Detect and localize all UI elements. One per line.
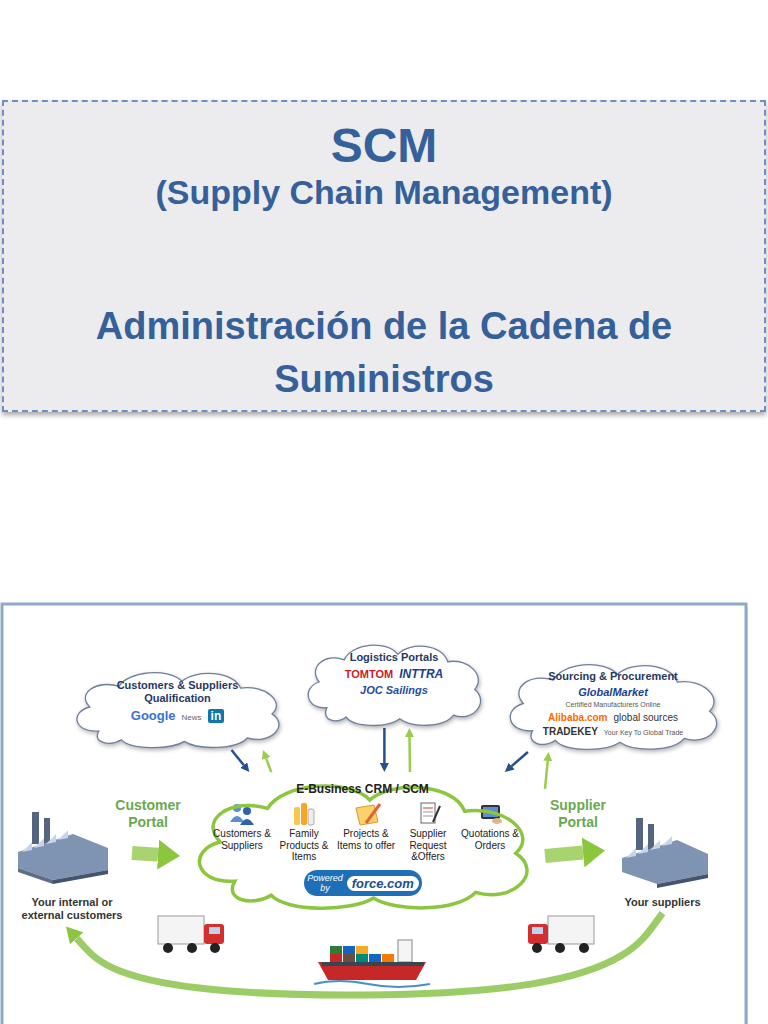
module-item: Projects & Items to offer bbox=[336, 804, 396, 851]
products-icon bbox=[294, 803, 314, 825]
cloud-shape bbox=[199, 786, 527, 908]
central-cloud: Customers & SuppliersFamily Products & I… bbox=[180, 772, 545, 912]
connector bbox=[545, 761, 548, 789]
diagram-panel bbox=[2, 604, 746, 1024]
truck-icon bbox=[528, 916, 594, 953]
node-text: global sources bbox=[613, 712, 677, 723]
logo-row: TRADEKEY Your Key To Global Trade bbox=[528, 726, 698, 737]
ship-icon bbox=[314, 940, 430, 987]
cloud-outline bbox=[298, 636, 490, 728]
cloud-shape bbox=[77, 673, 279, 748]
cloud-shape bbox=[308, 645, 480, 725]
node-text: Your Key To Global Trade bbox=[604, 729, 683, 736]
module-item: Supplier Request &Offers bbox=[398, 804, 458, 863]
node-label: SCM bbox=[14, 118, 754, 173]
logo-row: GlobalMarket bbox=[528, 686, 698, 698]
logo-row: TOMTOM INTTRA bbox=[328, 667, 460, 681]
node-text: TRADEKEY bbox=[543, 726, 598, 737]
node-text: Google bbox=[131, 708, 176, 723]
title-band: SCM(Supply Chain Management) Administraci… bbox=[2, 100, 766, 412]
connector bbox=[512, 752, 528, 766]
powered-badge: Powered by force.com bbox=[304, 870, 422, 896]
node-text: INTTRA bbox=[399, 667, 443, 681]
logo-row: Sourcing & Procurement bbox=[528, 670, 698, 683]
node-text: Administración de la Cadena de Suministr… bbox=[14, 300, 754, 406]
node-label: Family Products & Items bbox=[274, 828, 334, 863]
node-label: E-Business CRM / SCM bbox=[180, 782, 545, 796]
node-text: News bbox=[182, 713, 202, 722]
connector bbox=[77, 913, 663, 995]
node-label: Customers & Suppliers Qualification bbox=[95, 679, 260, 705]
portal-label: Customer Portal bbox=[106, 796, 190, 832]
node-label: Quotations & Orders bbox=[460, 828, 520, 851]
node-text: Alibaba.com bbox=[548, 712, 607, 723]
cloud-shape bbox=[510, 665, 716, 750]
factory-icon bbox=[18, 812, 108, 884]
logo-row: Certified Manufacturers Online bbox=[528, 701, 698, 709]
request-icon bbox=[421, 803, 440, 823]
node-label: Logistics Portals bbox=[350, 651, 439, 664]
connector bbox=[383, 728, 386, 763]
portal-cloud: Sourcing & ProcurementGlobalMarketCertif… bbox=[498, 655, 728, 752]
cloud-outline bbox=[65, 664, 290, 750]
node-text: (Supply Chain Management) bbox=[14, 173, 754, 212]
node-text: in bbox=[208, 709, 225, 723]
node-label: Your suppliers bbox=[607, 896, 718, 909]
truck-icon bbox=[158, 916, 224, 953]
logo-row: Alibaba.com global sources bbox=[528, 712, 698, 723]
portal-cloud: Logistics PortalsTOMTOM INTTRA JOC Sailing… bbox=[298, 636, 490, 728]
node-text: force.com bbox=[347, 876, 419, 891]
connector bbox=[232, 750, 244, 765]
logo-row: Google Newsin bbox=[95, 708, 260, 723]
projects-icon bbox=[356, 804, 380, 825]
module-item: Customers & Suppliers bbox=[212, 804, 272, 851]
supplier-factory: Your suppliers bbox=[605, 812, 720, 913]
node-label: Supplier Request &Offers bbox=[398, 828, 458, 863]
node-label: Customers & Suppliers bbox=[212, 828, 272, 851]
node-text: Certified Manufacturers Online bbox=[566, 701, 661, 709]
logo-row: JOC Sailings bbox=[328, 684, 460, 696]
connector bbox=[545, 852, 583, 856]
node-text: GlobalMarket bbox=[578, 686, 648, 698]
logo-row: Customers & Suppliers Qualification bbox=[95, 679, 260, 705]
logo-row: Logistics Portals bbox=[328, 651, 460, 664]
node-label: Projects & Items to offer bbox=[336, 828, 396, 851]
module-item: Quotations & Orders bbox=[460, 804, 520, 851]
connector bbox=[266, 758, 271, 772]
portal-cloud: Customers & Suppliers QualificationGoogl… bbox=[65, 664, 290, 750]
factory-icon bbox=[622, 818, 708, 888]
portal-label: Supplier Portal bbox=[536, 796, 620, 832]
node-label: Powered by bbox=[307, 873, 343, 893]
connector bbox=[132, 853, 158, 855]
node-text: TOMTOM bbox=[345, 668, 393, 680]
node-label: Your internal or external customers bbox=[14, 896, 130, 922]
connector bbox=[408, 737, 411, 772]
module-item: Family Products & Items bbox=[274, 804, 334, 863]
node-text: JOC Sailings bbox=[360, 684, 428, 696]
node-label: Sourcing & Procurement bbox=[548, 670, 678, 683]
